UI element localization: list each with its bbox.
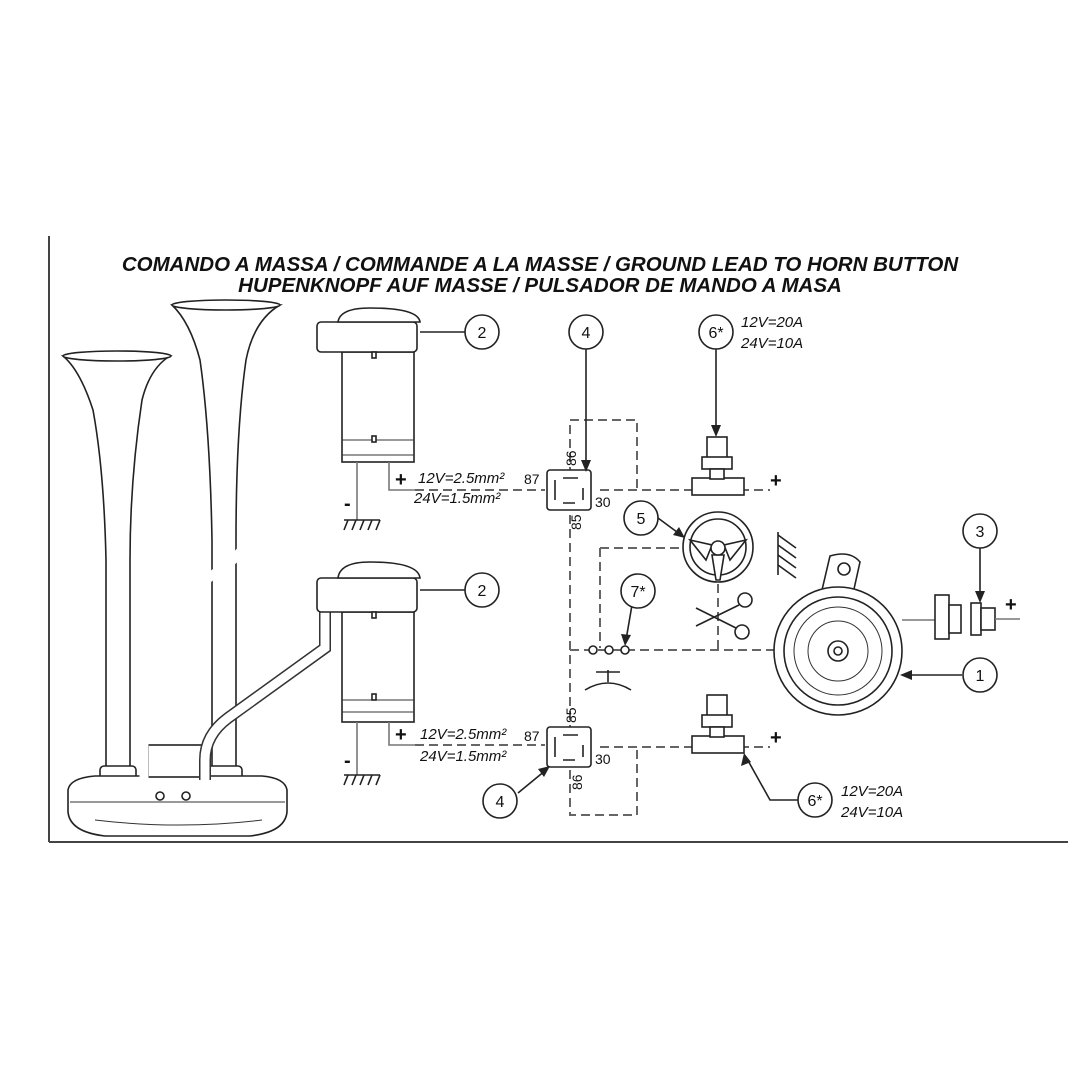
bottom-plus-sign: + bbox=[395, 724, 407, 746]
callout-compressor-top-label: 2 bbox=[478, 325, 487, 342]
bottom-wire-spec-24v: 24V=1.5mm² bbox=[419, 748, 507, 765]
fuse-bottom-plus: + bbox=[770, 727, 782, 749]
bottom-wire-spec-12v: 12V=2.5mm² bbox=[420, 726, 507, 743]
air-tube-top-inner bbox=[139, 345, 330, 780]
air-tube-bottom-inner bbox=[200, 612, 330, 780]
callout-relay-top bbox=[568, 314, 604, 350]
callout-fuse-top bbox=[698, 314, 734, 350]
fuse-top-icon bbox=[691, 436, 745, 496]
disc-horn-icon bbox=[773, 553, 903, 716]
scissors-icon bbox=[695, 592, 753, 640]
callout-disc-horn-label: 1 bbox=[976, 668, 985, 685]
connector-icon bbox=[584, 645, 632, 691]
ground-symbol-icon bbox=[343, 519, 381, 531]
callout-steering-wheel bbox=[623, 500, 659, 536]
callout-fuse-top-label: 6* bbox=[708, 325, 723, 342]
callout-relay-top-label: 4 bbox=[582, 325, 591, 342]
callout-compressor-bottom-label: 2 bbox=[478, 583, 487, 600]
fuse-top-spec-24v: 24V=10A bbox=[740, 335, 803, 352]
relay-bottom-pin-30: 30 bbox=[595, 751, 611, 767]
relay-top-pin-85: 85 bbox=[568, 514, 584, 530]
bottom-minus-sign: - bbox=[344, 750, 351, 772]
title-line-1: COMANDO A MASSA / COMMANDE A LA MASSE / … bbox=[122, 253, 960, 276]
title-line-2: HUPENKNOPF AUF MASSE / PULSADOR DE MANDO… bbox=[238, 274, 842, 297]
wire-bottom-plus bbox=[388, 722, 415, 746]
relay-top-pin-87: 87 bbox=[524, 471, 540, 487]
callout-compressor-top bbox=[464, 314, 500, 350]
ground-symbol-icon bbox=[777, 532, 797, 579]
callout-connector-label: 7* bbox=[630, 584, 645, 601]
air-horn-trumpet-icon bbox=[60, 299, 288, 837]
wire-top-plus bbox=[388, 462, 415, 491]
connector-plug-icon bbox=[934, 594, 996, 640]
callout-disc-horn bbox=[962, 657, 998, 693]
callout-fuse-bottom-label: 6* bbox=[807, 793, 822, 810]
callout-compressor-bottom bbox=[464, 572, 500, 608]
callout-horn-connector bbox=[962, 513, 998, 549]
steering-wheel-icon bbox=[682, 511, 754, 583]
fuse-top-spec-12v: 12V=20A bbox=[741, 314, 803, 331]
ground-symbol-icon bbox=[343, 774, 381, 786]
relay-bottom-pin-87: 87 bbox=[524, 728, 540, 744]
relay-bottom-icon bbox=[546, 726, 592, 768]
fuse-bottom-spec-12v: 12V=20A bbox=[841, 783, 903, 800]
callout-relay-bottom-label: 4 bbox=[496, 794, 505, 811]
top-plus-sign: + bbox=[395, 469, 407, 491]
top-wire-spec-24v: 24V=1.5mm² bbox=[413, 490, 501, 507]
relay-top-pin-86: 86 bbox=[563, 450, 579, 466]
horn-plus: + bbox=[1005, 594, 1017, 616]
relay-top-pin-30: 30 bbox=[595, 494, 611, 510]
top-minus-sign: - bbox=[344, 493, 351, 515]
callout-relay-bottom bbox=[482, 783, 518, 819]
callout-connector bbox=[620, 573, 656, 609]
compressor-top-icon bbox=[316, 307, 421, 463]
relay-bottom-pin-85: 85 bbox=[563, 707, 579, 723]
top-wire-spec-12v: 12V=2.5mm² bbox=[418, 470, 505, 487]
fuse-top-plus: + bbox=[770, 470, 782, 492]
fuse-bottom-icon bbox=[691, 694, 745, 754]
relay-top-icon bbox=[546, 469, 592, 511]
compressor-bottom-icon bbox=[316, 561, 421, 723]
callout-fuse-bottom bbox=[797, 782, 833, 818]
callout-horn-connector-label: 3 bbox=[976, 524, 985, 541]
relay-bottom-pin-86: 86 bbox=[569, 774, 585, 790]
callout-steering-wheel-label: 5 bbox=[637, 511, 646, 528]
fuse-bottom-spec-24v: 24V=10A bbox=[840, 804, 903, 821]
